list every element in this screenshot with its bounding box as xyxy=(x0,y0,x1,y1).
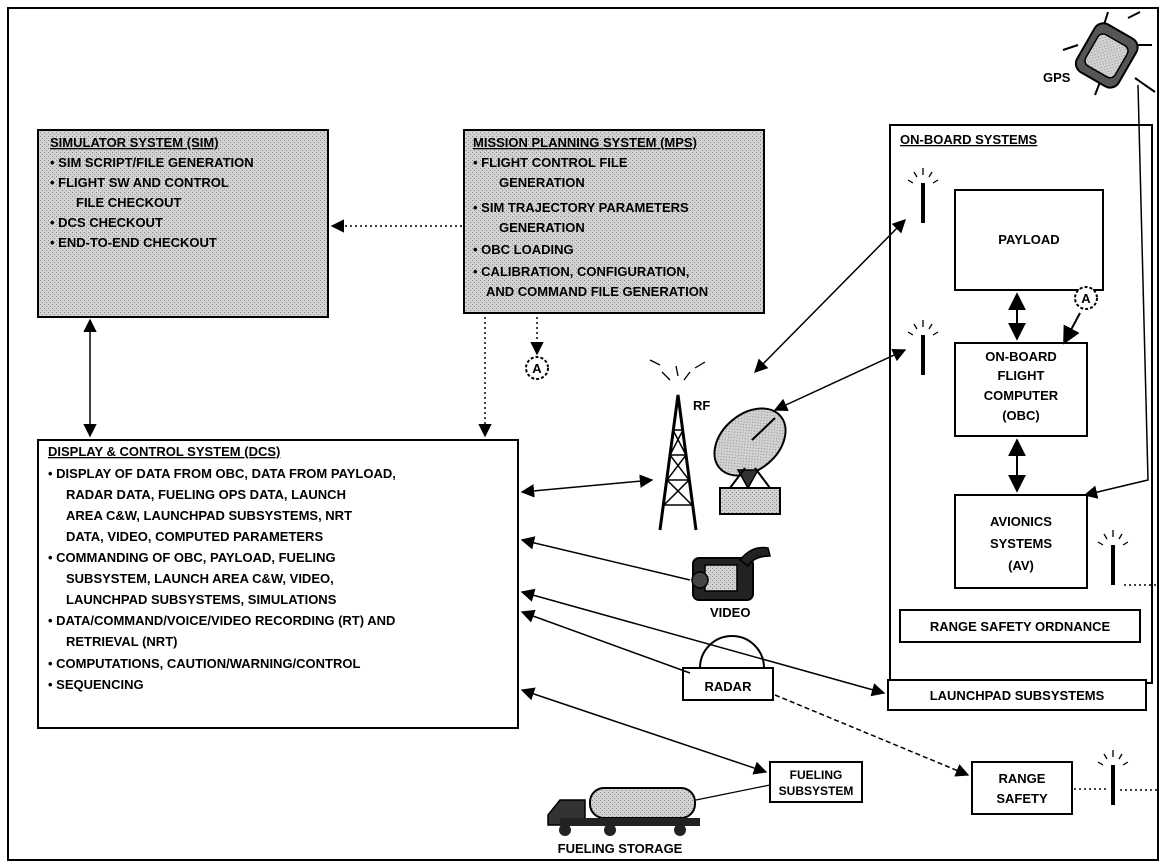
connector-a-icon: A xyxy=(1074,286,1098,310)
obc-label: (OBC) xyxy=(1002,408,1040,423)
fueling-subsystem-box xyxy=(769,761,863,803)
dcs-line: • COMMANDING OF OBC, PAYLOAD, FUELING xyxy=(48,550,336,565)
range-safety-label: RANGE xyxy=(999,771,1046,786)
obc-label: FLIGHT xyxy=(998,368,1045,383)
dcs-line: • DATA/COMMAND/VOICE/VIDEO RECORDING (RT… xyxy=(48,613,395,628)
mps-line: AND COMMAND FILE GENERATION xyxy=(486,284,708,299)
launchpad-box xyxy=(887,679,1147,711)
launchpad-label: LAUNCHPAD SUBSYSTEMS xyxy=(930,688,1105,703)
fuel-line xyxy=(695,784,771,801)
connector-a-icon: A xyxy=(525,356,549,380)
fueling-storage-label: FUELING STORAGE xyxy=(558,841,683,856)
mps-line: • FLIGHT CONTROL FILE xyxy=(473,155,628,170)
mps-line: • CALIBRATION, CONFIGURATION, xyxy=(473,264,689,279)
ordnance-label: RANGE SAFETY ORDNANCE xyxy=(930,619,1111,634)
simulator-line: FILE CHECKOUT xyxy=(76,195,182,210)
range-safety-label: SAFETY xyxy=(996,791,1048,806)
range-safety-box xyxy=(971,761,1073,815)
fuel-truck-icon xyxy=(547,787,700,836)
dcs-line: • COMPUTATIONS, CAUTION/WARNING/CONTROL xyxy=(48,656,360,671)
mps-title: MISSION PLANNING SYSTEM (MPS) xyxy=(473,135,697,150)
gps-label: GPS xyxy=(1043,70,1071,85)
payload-label: PAYLOAD xyxy=(998,232,1059,247)
rf-tower-icon xyxy=(649,359,706,531)
simulator-line: • SIM SCRIPT/FILE GENERATION xyxy=(50,155,254,170)
dcs-line: DATA, VIDEO, COMPUTED PARAMETERS xyxy=(66,529,323,544)
mps-line: • SIM TRAJECTORY PARAMETERS xyxy=(473,200,689,215)
avionics-label: (AV) xyxy=(1008,558,1034,573)
connector-to-obc-arrow xyxy=(1063,312,1081,345)
svg-text:A: A xyxy=(532,361,542,376)
dcs-line: • DISPLAY OF DATA FROM OBC, DATA FROM PA… xyxy=(48,466,396,481)
onboard-title: ON-BOARD SYSTEMS xyxy=(900,132,1038,147)
fueling-subsystem-label: FUELING xyxy=(790,768,843,782)
rf-label: RF xyxy=(693,398,710,413)
simulator-system-box: SIMULATOR SYSTEM (SIM) • SIM SCRIPT/FILE… xyxy=(37,129,329,318)
obc-box xyxy=(954,342,1088,437)
connections xyxy=(83,219,1159,791)
ordnance-box xyxy=(899,609,1141,643)
radar-label: RADAR xyxy=(705,679,753,694)
simulator-line: • DCS CHECKOUT xyxy=(50,215,163,230)
fueling-subsystem-label: SUBSYSTEM xyxy=(779,784,854,798)
video-camera-icon xyxy=(691,546,771,601)
dcs-line: • SEQUENCING xyxy=(48,677,144,692)
svg-text:A: A xyxy=(1081,291,1091,306)
gps-to-av-link xyxy=(1083,84,1149,499)
avionics-label: SYSTEMS xyxy=(990,536,1052,551)
dcs-line: RADAR DATA, FUELING OPS DATA, LAUNCH xyxy=(66,487,346,502)
dcs-line: RETRIEVAL (NRT) xyxy=(66,634,177,649)
payload-box xyxy=(954,189,1104,291)
mps-line: GENERATION xyxy=(499,220,585,235)
mps-line: • OBC LOADING xyxy=(473,242,574,257)
mps-line: GENERATION xyxy=(499,175,585,190)
simulator-line: • END-TO-END CHECKOUT xyxy=(50,235,217,250)
video-label: VIDEO xyxy=(710,605,750,620)
dcs-title: DISPLAY & CONTROL SYSTEM (DCS) xyxy=(48,444,280,459)
mission-planning-box: MISSION PLANNING SYSTEM (MPS) • FLIGHT C… xyxy=(463,129,765,314)
dish-antenna-icon xyxy=(713,407,787,515)
obc-label: COMPUTER xyxy=(984,388,1059,403)
gps-satellite-icon xyxy=(1062,11,1156,96)
dcs-line: SUBSYSTEM, LAUNCH AREA C&W, VIDEO, xyxy=(66,571,334,586)
dcs-line: AREA C&W, LAUNCHPAD SUBSYSTEMS, NRT xyxy=(66,508,352,523)
dcs-box: DISPLAY & CONTROL SYSTEM (DCS) • DISPLAY… xyxy=(37,439,519,729)
outer-frame xyxy=(7,7,1159,861)
simulator-line: • FLIGHT SW AND CONTROL xyxy=(50,175,229,190)
onboard-systems-box: ON-BOARD SYSTEMS PAYLOAD ON-BOARD FLIGHT… xyxy=(889,124,1153,684)
avionics-box xyxy=(954,494,1088,589)
simulator-title: SIMULATOR SYSTEM (SIM) xyxy=(50,135,219,150)
obc-label: ON-BOARD xyxy=(985,349,1057,364)
antenna-icon xyxy=(1096,748,1130,807)
avionics-label: AVIONICS xyxy=(990,514,1052,529)
dcs-line: LAUNCHPAD SUBSYSTEMS, SIMULATIONS xyxy=(66,592,337,607)
